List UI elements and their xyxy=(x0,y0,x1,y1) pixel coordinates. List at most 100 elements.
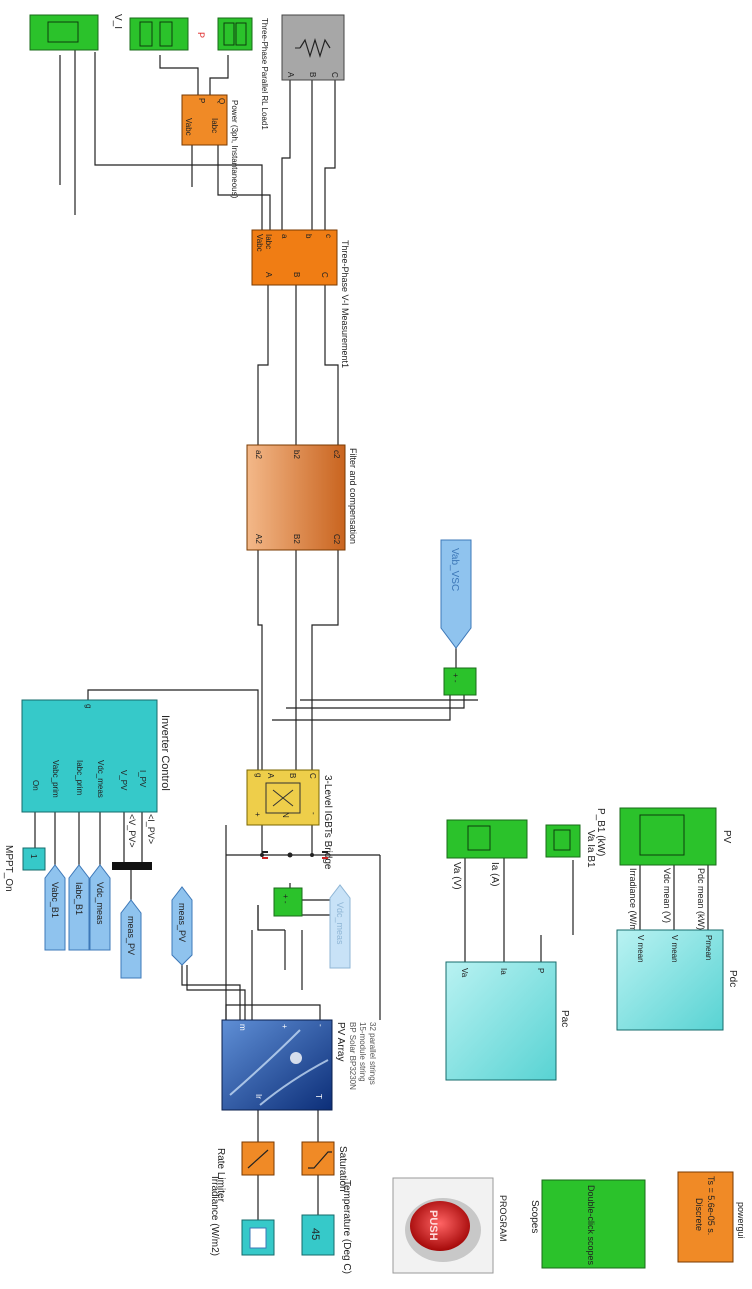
program-label: PROGRAM xyxy=(498,1195,508,1242)
vab-vsc-goto[interactable]: Vab_VSC xyxy=(440,539,472,649)
filter-port-C2: C2 xyxy=(332,534,341,545)
vab-sum-block[interactable]: + - xyxy=(443,667,477,696)
inverter-in-vabc: Vabc_prim xyxy=(51,760,60,798)
vdc-sum-block[interactable]: + - xyxy=(273,887,303,917)
vi-scope-label: V_I xyxy=(112,14,123,29)
saturation-block[interactable]: Saturation xyxy=(301,1141,348,1192)
q-scope-block[interactable] xyxy=(217,17,253,51)
inverter-out-g: g xyxy=(84,704,93,708)
goto-iabc-label: Iabc_B1 xyxy=(74,882,84,915)
load-port-a: A xyxy=(286,72,295,78)
rate-limiter-label: Rate Limiter xyxy=(215,1148,226,1203)
igbt-port-n: N xyxy=(281,812,290,818)
goto-tag-vdc[interactable]: Vdc_meas xyxy=(89,864,111,951)
igbt-port-b: B xyxy=(288,773,297,778)
inverter-in-ipv: I_PV xyxy=(138,770,147,788)
igbt-port-minus: - xyxy=(309,812,318,815)
pv-scope-signal-2: Vdc mean (V) xyxy=(662,868,672,923)
load-block[interactable]: A B C Three-Phase Parallel RL Load1 xyxy=(260,14,345,130)
push-label: PUSH xyxy=(427,1210,439,1241)
vab-sum-label: + - xyxy=(451,673,460,683)
mppt-value: 1 xyxy=(29,854,38,859)
pac-label: Pac xyxy=(559,1010,570,1027)
pdc-subsystem[interactable]: V mean V mean Pmean Pdc xyxy=(616,929,738,1031)
rate-limiter-block[interactable]: Rate Limiter xyxy=(215,1141,275,1203)
va-ia-b1-scope[interactable]: Va Ia B1 xyxy=(545,824,596,868)
igbt-port-g: g xyxy=(254,773,263,777)
power-block[interactable]: Vabc Iabc P Q Power (3ph, Instantaneous) xyxy=(181,94,239,199)
filter-port-B2: B2 xyxy=(292,534,301,544)
pv-scope[interactable]: P_B1 (kW) PV Irradiance (W/m2) Vdc mean … xyxy=(595,807,732,940)
load-port-c: C xyxy=(330,72,339,78)
pv-array-block[interactable]: Ir T m + - PV Array BP Solar BP3230N 15-… xyxy=(221,1019,377,1111)
p-scope-label: P xyxy=(196,32,206,38)
pv-port-plus: + xyxy=(280,1024,289,1029)
meas-pv-label: meas_PV xyxy=(177,903,187,942)
vaia-b1-label: Va Ia B1 xyxy=(585,830,596,868)
vdc-sum-label: + - xyxy=(281,894,290,904)
goto-measpv-label: meas_PV xyxy=(126,916,136,955)
filter-port-c2: c2 xyxy=(332,450,341,459)
igbt-port-a: A xyxy=(266,773,275,779)
powergui-line1: Discrete xyxy=(694,1198,704,1231)
push-program-button[interactable]: PUSH PROGRAM xyxy=(392,1177,508,1274)
bus-signal-vpv: <V_PV> xyxy=(127,814,137,848)
igbt-port-c: C xyxy=(308,773,317,779)
meas-port-C: C xyxy=(320,272,329,278)
scopes-inner-label: Double-click scopes xyxy=(586,1185,596,1266)
pv-scope-signal-1: Irradiance (W/m2) xyxy=(628,868,638,940)
pdc-label: Pdc xyxy=(727,970,738,987)
goto-tag-vabc[interactable]: Vabc_B1 xyxy=(44,864,66,951)
vi-scope-block[interactable]: V_I xyxy=(29,14,123,51)
meas-port-c: c xyxy=(324,234,333,238)
goto-tag-iabc[interactable]: Iabc_B1 xyxy=(68,864,90,951)
pv-port-t: T xyxy=(314,1094,323,1099)
goto-vabc-label: Vabc_B1 xyxy=(50,882,60,918)
filter-block[interactable]: a2 b2 c2 A2 B2 C2 Filter and compensatio… xyxy=(246,444,358,551)
scopes-subsystem[interactable]: Double-click scopes Scopes xyxy=(529,1179,646,1269)
vdc-meas-label: Vdc_meas xyxy=(335,902,345,945)
filter-port-b2: b2 xyxy=(292,450,301,459)
load-port-b: B xyxy=(308,72,317,77)
irradiance-source[interactable]: Irradiance (W/m2) xyxy=(209,1176,275,1256)
power-port-vabc: Vabc xyxy=(184,118,193,136)
igbt-port-plus: + xyxy=(253,812,262,817)
inverter-in-vdc: Vdc_meas xyxy=(96,760,105,798)
ia-scope-label: Ia (A) xyxy=(489,862,500,886)
power-port-p: P xyxy=(197,98,206,103)
igbt-bridge-block[interactable]: g A B C + N - 3-Level IGBTs Bridge xyxy=(246,769,333,870)
pac-port-ia: Ia xyxy=(499,968,508,975)
mppt-constant[interactable]: 1 MPPT_On xyxy=(3,845,46,892)
measurement-label: Three-Phase V-I Measurement1 xyxy=(340,240,350,368)
p-scope-block[interactable]: P xyxy=(129,17,206,51)
power-port-q: Q xyxy=(217,98,226,104)
pac-port-p: P xyxy=(536,968,545,973)
goto-tag-measpv[interactable]: meas_PV xyxy=(120,899,142,979)
measurement-block[interactable]: Vabc Iabc a b c A B C Three-Phase V-I Me… xyxy=(251,229,350,368)
temperature-constant[interactable]: 45 Temperature (Deg C) xyxy=(301,1180,352,1274)
meas-port-B: B xyxy=(292,272,301,277)
powergui-block[interactable]: Discrete Ts = 5.6e-05 s. powergui xyxy=(677,1171,746,1263)
power-label: Power (3ph, Instantaneous) xyxy=(230,100,239,199)
meas-port-A: A xyxy=(264,272,273,278)
va-ia-scope[interactable]: Va (V) Ia (A) xyxy=(446,819,528,890)
meas-port-a: a xyxy=(280,234,289,239)
pbl-label: P_B1 (kW) xyxy=(595,808,606,856)
vdc-meas-goto[interactable]: Vdc_meas xyxy=(329,884,351,969)
filter-label: Filter and compensation xyxy=(348,448,358,544)
irradiance-label: Irradiance (W/m2) xyxy=(209,1176,220,1256)
meas-port-vabc: Vabc xyxy=(255,234,264,252)
pac-subsystem[interactable]: Va Ia P Pac xyxy=(445,961,570,1081)
meas-pv-goto[interactable]: meas_PV xyxy=(171,886,193,966)
load-label: Three-Phase Parallel RL Load1 xyxy=(260,18,269,130)
bus-selector[interactable]: <V_PV> <I_PV> xyxy=(112,814,156,870)
wires xyxy=(34,50,709,1220)
mppt-label: MPPT_On xyxy=(3,845,14,892)
pv-array-label: PV Array xyxy=(335,1022,346,1061)
pv-array-sub-1: BP Solar BP3230N xyxy=(348,1022,357,1090)
inverter-control-block[interactable]: On Vabc_prim Iabc_prim Vdc_meas V_PV I_P… xyxy=(21,699,171,813)
pdc-port-1: V mean xyxy=(636,935,645,963)
igbt-label: 3-Level IGBTs Bridge xyxy=(322,775,333,870)
scopes-label: Scopes xyxy=(529,1200,540,1233)
